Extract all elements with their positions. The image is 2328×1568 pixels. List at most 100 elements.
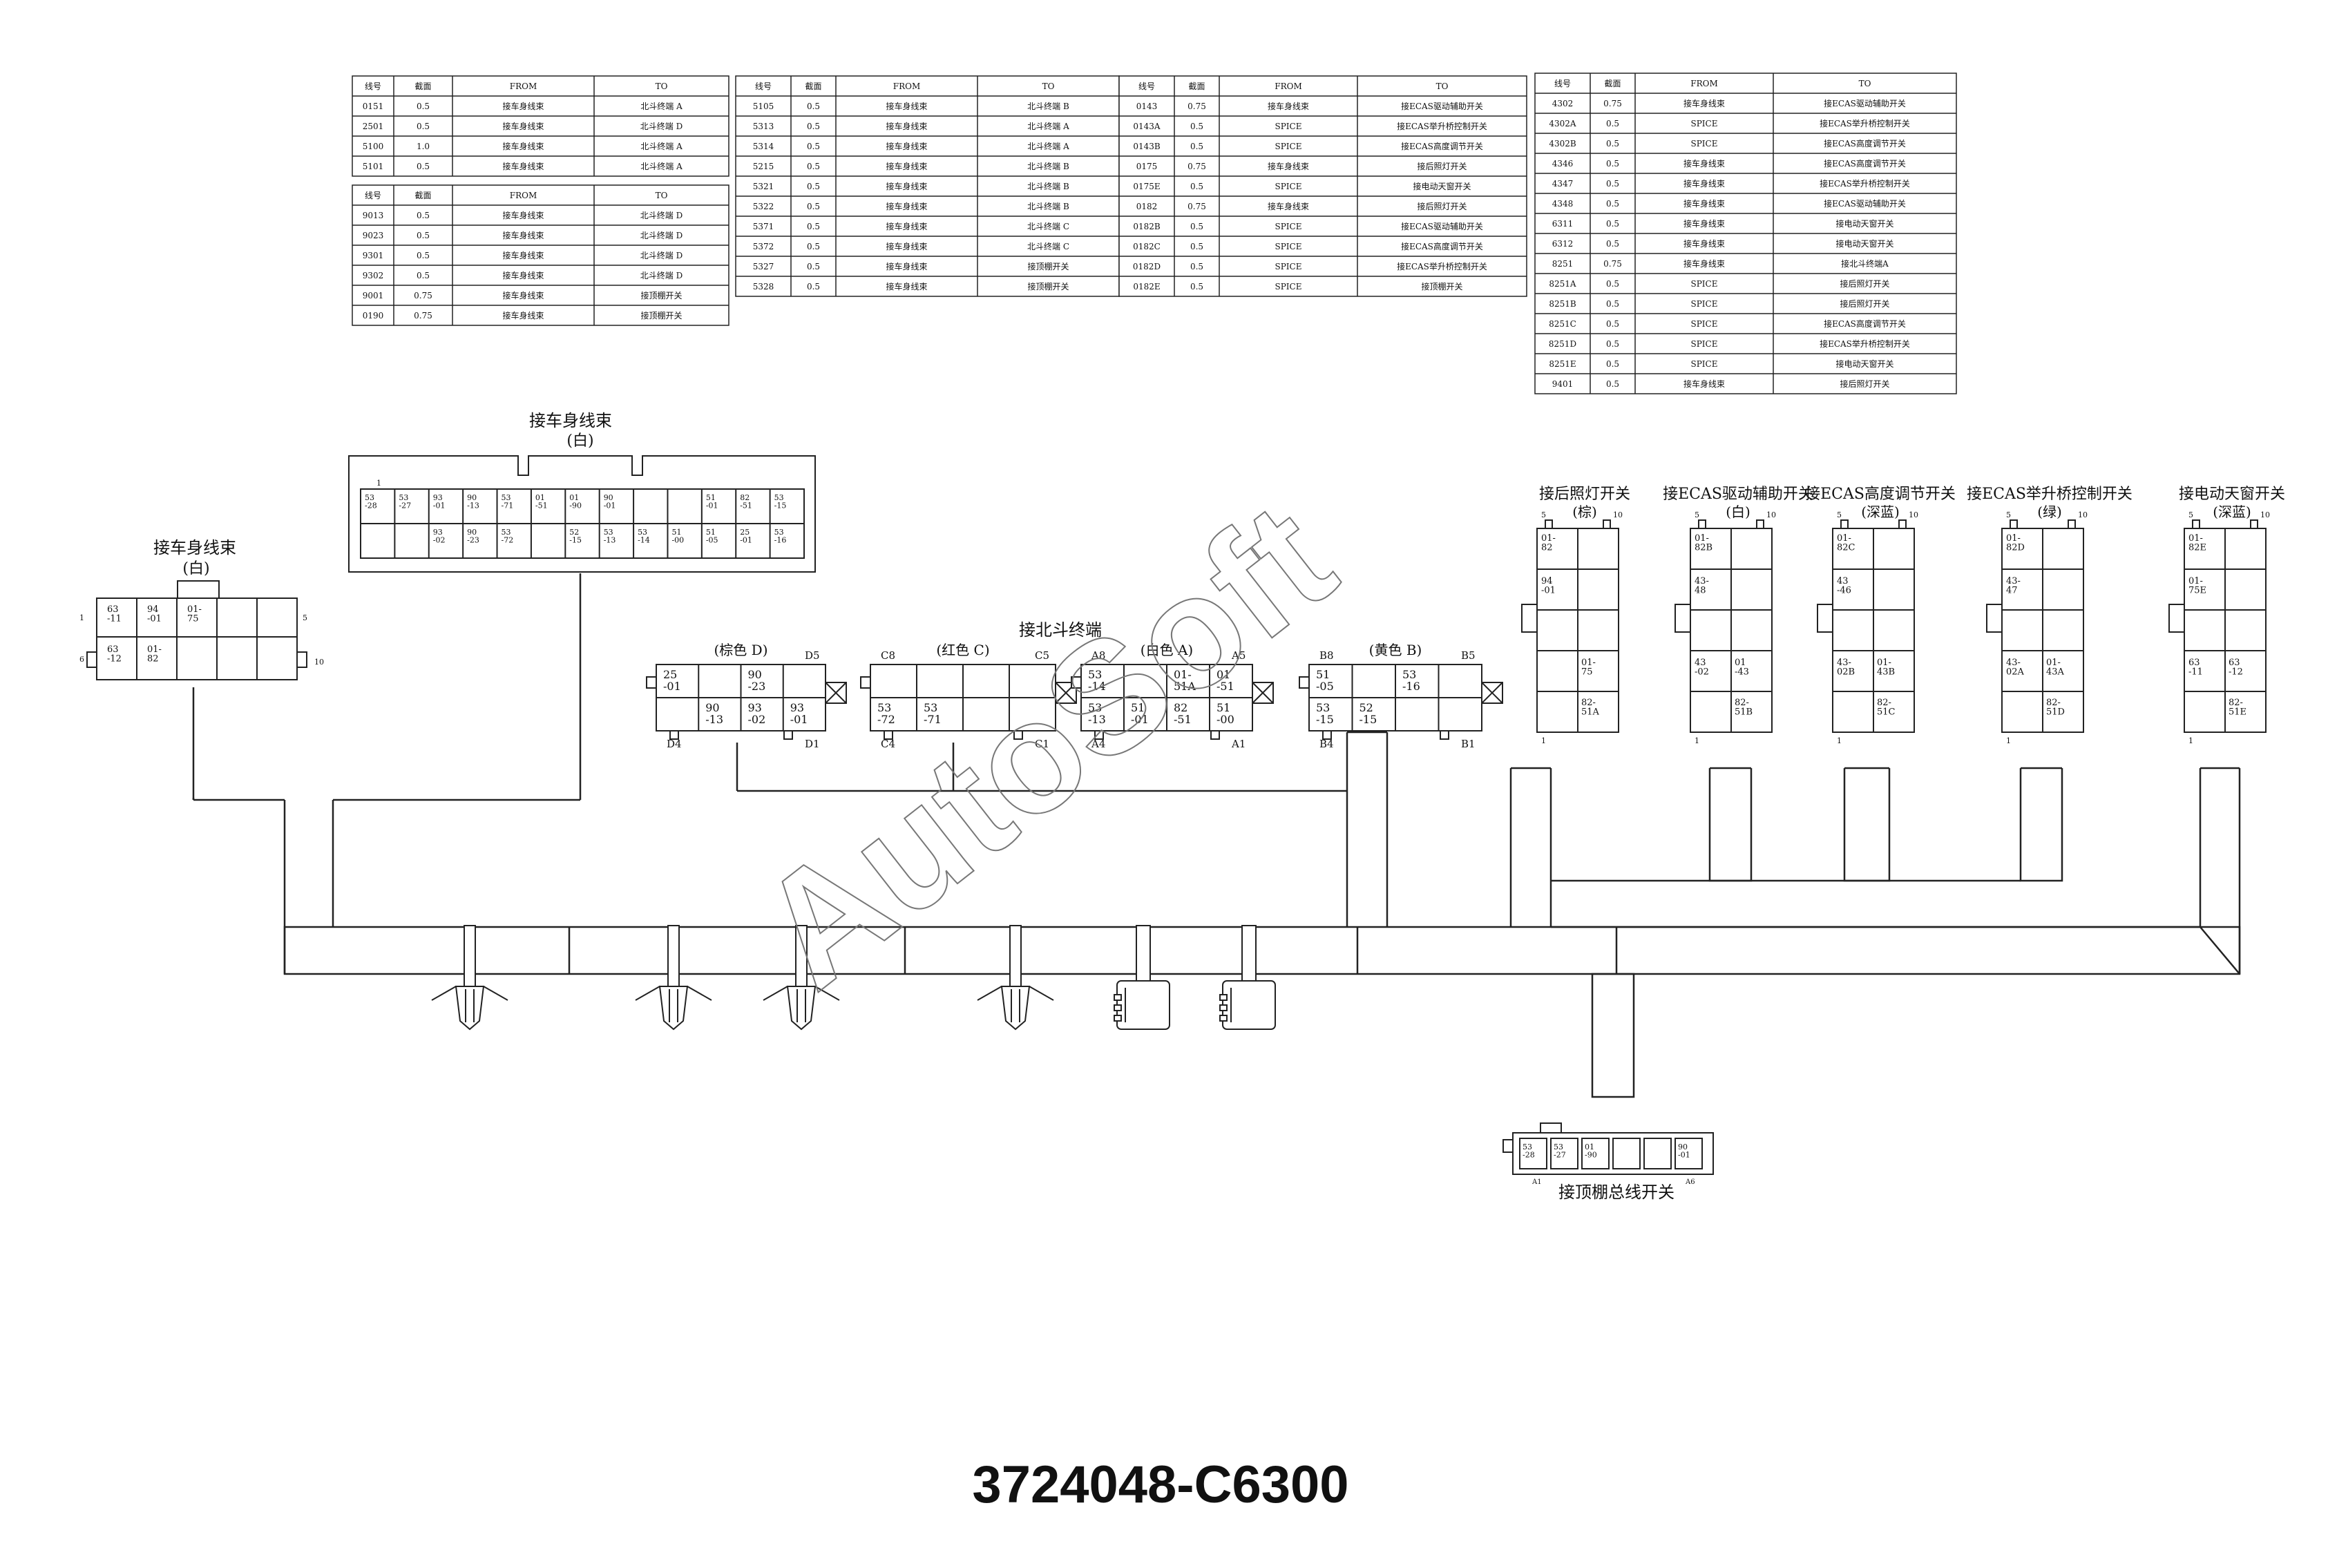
switch-tab [2192, 519, 2200, 529]
pin-label: 53-14 [638, 528, 650, 545]
table-cell: 接ECAS举升桥控制开关 [1397, 261, 1487, 271]
pin-number: 5 [1837, 510, 1842, 519]
table-cell: 接ECAS举升桥控制开关 [1820, 178, 1910, 189]
connector-key [86, 651, 97, 668]
pin-number: A6 [1685, 1178, 1695, 1186]
table-cell: 5371 [753, 222, 774, 231]
table-cell: 0.5 [417, 211, 430, 220]
table-cell: 0.5 [1190, 262, 1203, 271]
table-cell: 9023 [363, 231, 384, 240]
table-cell: 9401 [1552, 379, 1574, 389]
table-cell: 接车身线束 [886, 281, 927, 291]
table-header: FROM [1690, 79, 1718, 88]
connector-color: (棕色 D) [714, 642, 768, 658]
table-cell: 接ECAS举升桥控制开关 [1820, 338, 1910, 349]
pin-label: 01-51A [1174, 668, 1196, 693]
table-cell: 0.75 [1603, 99, 1622, 108]
table-cell: 6312 [1552, 239, 1574, 249]
switch-tab [2010, 519, 2018, 529]
connector-key [1502, 1139, 1514, 1153]
pin-label: 90-23 [748, 668, 766, 693]
table-cell: 接车身线束 [502, 310, 544, 321]
table-header: 截面 [1604, 79, 1621, 88]
pin-label: 82-51A [1581, 698, 1600, 718]
pin-number: 1 [376, 479, 381, 488]
connector-tab [884, 730, 893, 740]
table-cell: 4302B [1549, 139, 1576, 149]
pin-label: 53-72 [502, 528, 514, 545]
switch-tab [1603, 519, 1611, 529]
table-cell: 4302A [1549, 119, 1576, 128]
switch-color: (深蓝) [2213, 504, 2251, 520]
table-header: FROM [510, 191, 537, 200]
table-header: 截面 [414, 82, 431, 91]
table-cell: 5101 [363, 162, 384, 171]
pin-label: 01-75 [187, 604, 202, 624]
connector-tab [1440, 730, 1449, 740]
clip-body [658, 986, 689, 1031]
switch-tab [1545, 519, 1553, 529]
table-cell: 8251B [1549, 299, 1576, 309]
pin-label: 94-01 [1541, 576, 1556, 596]
table-cell: 0182C [1133, 242, 1161, 251]
switch-color: (棕) [1572, 504, 1597, 520]
harness-clamp [1114, 925, 1170, 1030]
table-cell: 0.5 [1606, 379, 1619, 389]
table-cell: 4347 [1552, 179, 1574, 189]
table-cell: 北斗终端 D [640, 230, 683, 240]
table-header: 线号 [365, 82, 381, 91]
table-cell: 0190 [363, 311, 384, 321]
table-cell: 0143A [1133, 122, 1161, 131]
switch-tab [1840, 519, 1849, 529]
switch-label: 接后照灯开关 [1539, 486, 1630, 503]
pin-number: A4 [1091, 738, 1105, 750]
table-cell: 接车身线束 [1683, 218, 1725, 229]
connector-color: (白) [182, 560, 209, 577]
pin-number: 10 [314, 658, 324, 667]
pin-number: C4 [881, 738, 895, 750]
table-header: FROM [1275, 82, 1302, 91]
pin-number: A1 [1231, 738, 1246, 750]
connector-key [296, 651, 307, 668]
switch-label: 接ECAS高度调节开关 [1805, 486, 1956, 503]
clamp-rib [1219, 994, 1228, 1001]
pin-number: 1 [1541, 736, 1546, 745]
pin-label: 01-82 [147, 644, 162, 665]
table-cell: 0.5 [1190, 122, 1203, 131]
clip-body [786, 986, 817, 1031]
pin-number: D5 [805, 649, 820, 662]
table-cell: 0.5 [1606, 299, 1619, 309]
pin-label: 53-71 [924, 701, 942, 726]
table-cell: SPICE [1691, 139, 1718, 149]
table-cell: SPICE [1691, 319, 1718, 329]
connector-cavity [1581, 1138, 1610, 1169]
table-frame [352, 75, 729, 177]
clamp-rib [1114, 1004, 1122, 1011]
connector-color: (白色 A) [1141, 642, 1193, 658]
table-cell: 接后照灯开关 [1417, 201, 1467, 211]
pin-number: C8 [881, 649, 895, 662]
table-cell: SPICE [1275, 262, 1302, 271]
table-cell: 北斗终端 B [1027, 201, 1069, 211]
connector-cavity [1675, 1138, 1703, 1169]
pin-label: 82-51 [1174, 701, 1192, 726]
table-cell: 接ECAS驱动辅助开关 [1824, 198, 1906, 209]
table-header: 截面 [805, 82, 821, 91]
table-cell: 接车身线束 [886, 121, 927, 131]
pin-number: 1 [1837, 736, 1842, 745]
table-header: 截面 [1188, 82, 1205, 91]
pin-label: 51-05 [1316, 668, 1334, 693]
connector-cavity [1519, 1138, 1547, 1169]
table-cell: 北斗终端 A [1027, 121, 1069, 131]
switch-tab [1898, 519, 1907, 529]
table-cell: 接ECAS高度调节开关 [1824, 318, 1906, 329]
table-cell: 0182D [1133, 262, 1161, 271]
pin-label: 53-13 [604, 528, 616, 545]
table-cell: 接北斗终端A [1841, 258, 1889, 269]
pin-label: 53-71 [502, 493, 514, 510]
table-cell: 接车身线束 [886, 181, 927, 191]
